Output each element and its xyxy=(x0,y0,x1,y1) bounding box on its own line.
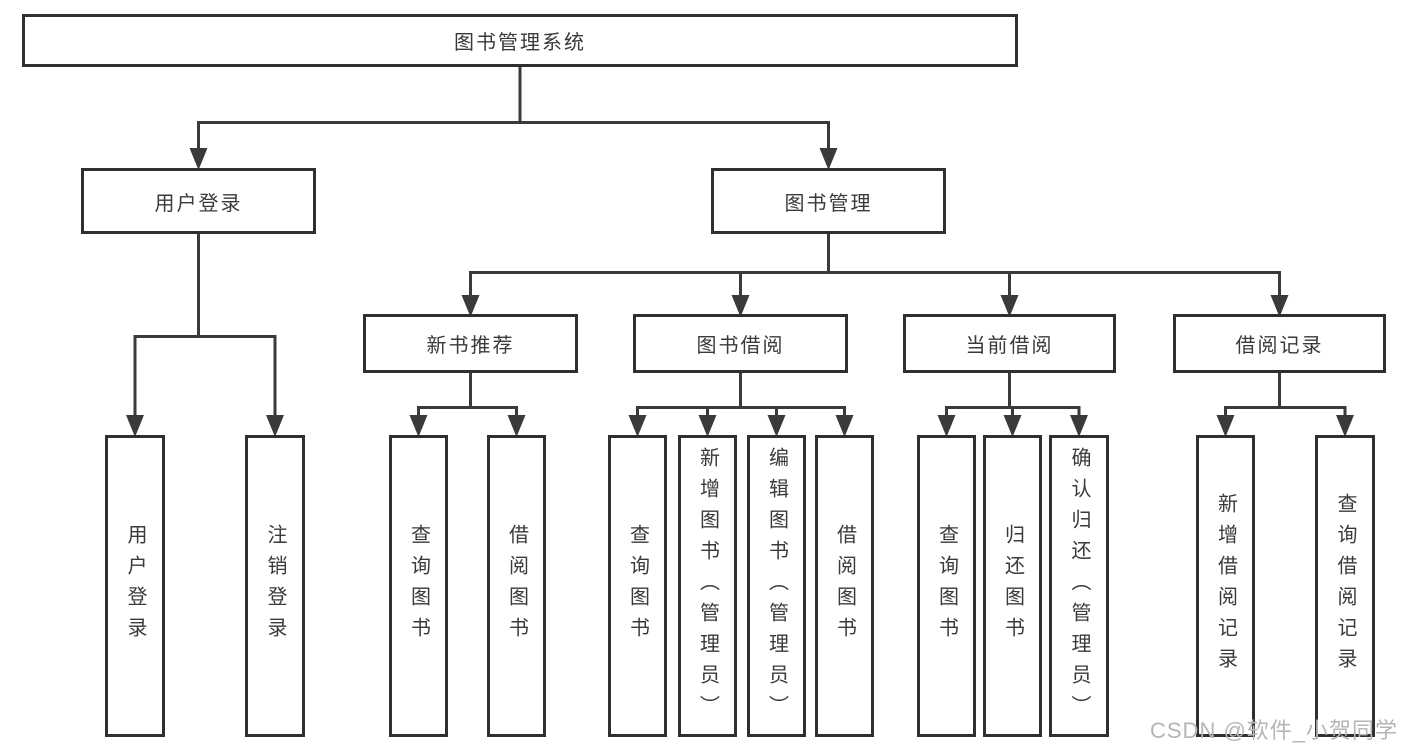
node-borrow-records: 借阅记录 xyxy=(1173,314,1386,373)
leaf-borrow-book: 借阅图书 xyxy=(815,435,874,737)
watermark: CSDN @软件_小贺同学 xyxy=(1150,718,1399,743)
leaf-logout: 注销登录 xyxy=(245,435,305,737)
node-new-book-rec: 新书推荐 xyxy=(363,314,578,373)
leaf-return-book: 归还图书 xyxy=(983,435,1042,737)
leaf-query-book-borrow: 查询图书 xyxy=(608,435,667,737)
connector-line-path xyxy=(133,65,1347,416)
leaf-borrow-book-rec: 借阅图书 xyxy=(487,435,546,737)
leaf-user-login: 用户登录 xyxy=(105,435,165,737)
leaf-add-borrow-record: 新增借阅记录 xyxy=(1196,435,1255,737)
node-book-mgmt-branch: 图书管理 xyxy=(711,168,946,234)
node-user-login-branch: 用户登录 xyxy=(81,168,316,234)
leaf-query-book-current: 查询图书 xyxy=(917,435,976,737)
node-book-borrow: 图书借阅 xyxy=(633,314,848,373)
leaf-confirm-return-admin: 确认归还（管理员） xyxy=(1049,435,1109,737)
leaf-query-borrow-record: 查询借阅记录 xyxy=(1315,435,1375,737)
leaf-add-book-admin: 新增图书（管理员） xyxy=(678,435,737,737)
node-root: 图书管理系统 xyxy=(22,14,1018,67)
leaf-edit-book-admin: 编辑图书（管理员） xyxy=(747,435,806,737)
node-current-borrow: 当前借阅 xyxy=(903,314,1116,373)
leaf-query-book-rec: 查询图书 xyxy=(389,435,448,737)
